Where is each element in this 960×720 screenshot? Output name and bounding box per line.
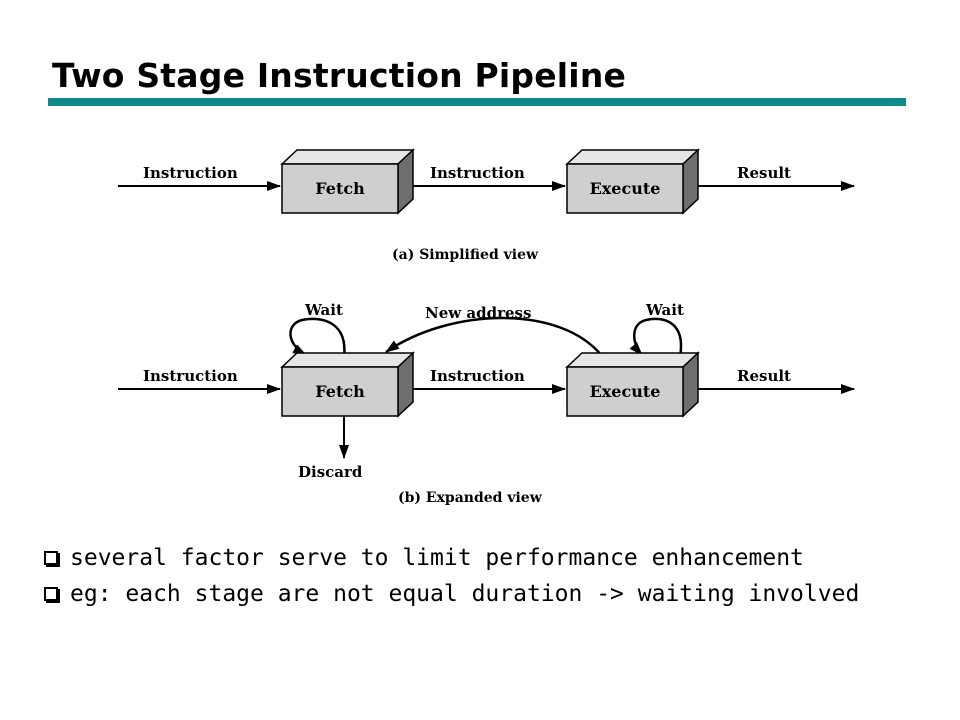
fetch-wait-loop-arrow <box>289 317 346 358</box>
bullet-item: eg: each stage are not equal duration ->… <box>44 576 859 612</box>
simplified-output-label: Result <box>737 164 791 182</box>
expanded-execute-label: Execute <box>590 382 661 401</box>
bullet-list: several factor serve to limit performanc… <box>44 540 859 612</box>
simplified-view: Instruction Fetch Instruction Execute Re… <box>118 148 855 263</box>
bullet-item: several factor serve to limit performanc… <box>44 540 859 576</box>
expanded-caption: (b) Expanded view <box>398 490 543 506</box>
simplified-caption: (a) Simplified view <box>392 247 539 263</box>
slide-title: Two Stage Instruction Pipeline <box>52 56 627 95</box>
expanded-view: Wait New address Wait Instruction Fetch … <box>118 301 855 506</box>
expanded-execute-box: Execute <box>565 351 700 418</box>
title-rule <box>48 98 906 106</box>
fetch-wait-label: Wait <box>304 301 343 319</box>
square-bullet-icon <box>44 587 58 601</box>
execute-wait-loop-arrow <box>629 317 683 358</box>
expanded-middle-label: Instruction <box>430 367 525 385</box>
simplified-input-label: Instruction <box>143 164 238 182</box>
bullet-text: eg: each stage are not equal duration ->… <box>70 581 860 607</box>
expanded-fetch-box: Fetch <box>280 351 415 418</box>
simplified-fetch-label: Fetch <box>315 179 365 198</box>
simplified-middle-label: Instruction <box>430 164 525 182</box>
expanded-output-label: Result <box>737 367 791 385</box>
simplified-fetch-box: Fetch <box>280 148 415 215</box>
new-address-label: New address <box>425 304 531 322</box>
square-bullet-icon <box>44 551 58 565</box>
simplified-execute-label: Execute <box>590 179 661 198</box>
expanded-input-label: Instruction <box>143 367 238 385</box>
discard-label: Discard <box>298 463 363 481</box>
bullet-text: several factor serve to limit performanc… <box>70 545 804 571</box>
expanded-fetch-label: Fetch <box>315 382 365 401</box>
new-address-arrow <box>385 316 603 357</box>
simplified-execute-box: Execute <box>565 148 700 215</box>
execute-wait-label: Wait <box>645 301 684 319</box>
